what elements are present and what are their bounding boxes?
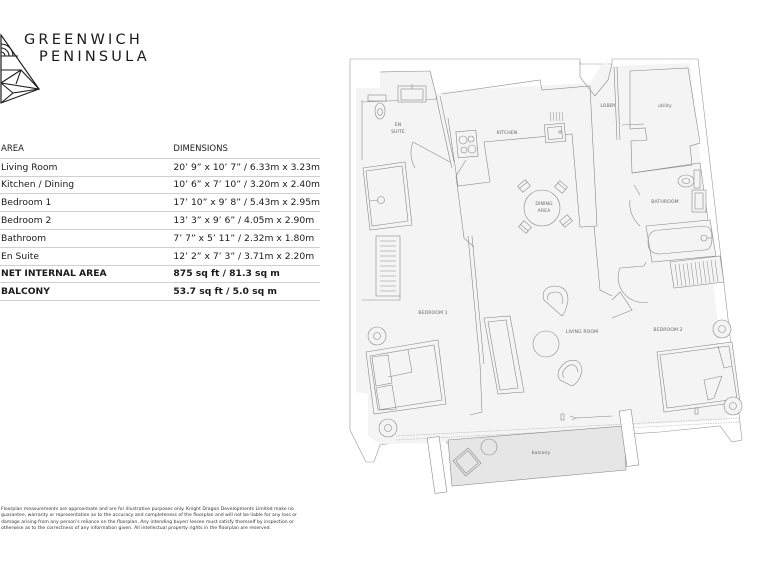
label-en-suite-line2: SUITE <box>391 129 405 135</box>
area-name: Kitchen / Dining <box>0 176 174 195</box>
total-row-net-internal-area: NET INTERNAL AREA 875 sq ft / 81.3 sq m <box>0 265 320 284</box>
label-en-suite-line1: EN <box>395 122 402 128</box>
label-bedroom-2: BEDROOM 2 <box>653 327 682 333</box>
label-utility: utility <box>658 103 672 109</box>
total-row-balcony: BALCONY 53.7 sq ft / 5.0 sq m <box>0 282 320 302</box>
total-value: 53.7 sq ft / 5.0 sq m <box>173 282 320 302</box>
area-dimensions: 7’ 7” x 5’ 11” / 2.32m x 1.80m <box>173 229 320 248</box>
total-value: 875 sq ft / 81.3 sq m <box>173 265 320 284</box>
area-name: Bedroom 1 <box>0 193 174 213</box>
label-bedroom-1: BEDROOM 1 <box>418 310 447 316</box>
table-row: Bedroom 1 17’ 10” x 9’ 8” / 5.43m x 2.95… <box>0 193 320 213</box>
table-row: Bedroom 2 13’ 3” x 9’ 6” / 4.05m x 2.90m <box>0 211 320 230</box>
table-row: Kitchen / Dining 10’ 6” x 7’ 10” / 3.20m… <box>0 176 320 195</box>
table-row: En Suite 12’ 2” x 7’ 3” / 3.71m x 2.20m <box>0 247 320 266</box>
area-name: Bathroom <box>0 229 174 248</box>
label-dining-line2: AREA <box>538 208 552 214</box>
label-lobby: LOBBY <box>600 103 615 109</box>
table-header-row: AREA DIMENSIONS <box>0 141 320 159</box>
area-dimensions-table: AREA DIMENSIONS Living Room 20’ 9” x 10’… <box>0 141 320 302</box>
area-name: En Suite <box>0 247 174 266</box>
total-label: NET INTERNAL AREA <box>0 265 174 284</box>
greenwich-peninsula-logo <box>0 32 160 106</box>
disclaimer-text: Floorplan measurements are approximate a… <box>1 507 297 532</box>
table-row: Living Room 20’ 9” x 10’ 7” / 6.33m x 3.… <box>0 158 320 177</box>
label-living-room: LIVING ROOM <box>566 329 598 335</box>
brand-line-1: GREENWICH <box>24 32 143 48</box>
area-name: Bedroom 2 <box>0 211 174 230</box>
label-kitchen: KITCHEN <box>497 130 518 136</box>
area-dimensions: 17’ 10” x 9’ 8” / 5.43m x 2.95m <box>173 193 320 213</box>
table-row: Bathroom 7’ 7” x 5’ 11” / 2.32m x 1.80m <box>0 229 320 248</box>
area-dimensions: 12’ 2” x 7’ 3” / 3.71m x 2.20m <box>173 247 320 266</box>
area-name: Living Room <box>0 158 174 177</box>
header-dimensions: DIMENSIONS <box>173 141 320 159</box>
triangle-arc-logo-icon <box>0 33 40 104</box>
area-dimensions: 10’ 6” x 7’ 10” / 3.20m x 2.40m <box>173 176 320 195</box>
header-area: AREA <box>0 141 174 159</box>
label-dining-line1: DINING <box>535 201 553 207</box>
label-bathroom: BATHROOM <box>651 199 678 205</box>
area-dimensions: 13’ 3” x 9’ 6” / 4.05m x 2.90m <box>173 211 320 230</box>
area-dimensions: 20’ 9” x 10’ 7” / 6.33m x 3.23m <box>173 158 320 177</box>
brand-line-2: PENINSULA <box>39 49 150 65</box>
label-balcony: balcony <box>532 450 551 456</box>
total-label: BALCONY <box>0 282 174 302</box>
brand-name: GREENWICH PENINSULA <box>24 32 150 66</box>
